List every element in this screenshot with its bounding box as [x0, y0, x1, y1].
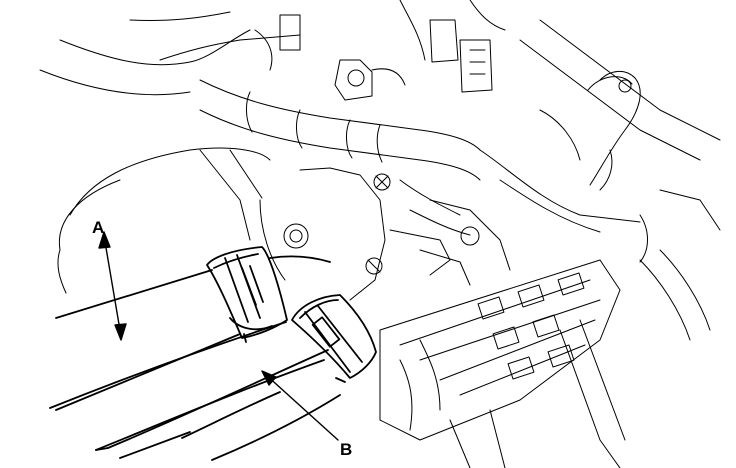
clamp-b: [291, 294, 377, 383]
engine-background: [39, 0, 721, 468]
hose-b: [49, 321, 341, 461]
callout-arrow-b: [261, 370, 339, 441]
callout-arrow-a: [98, 231, 127, 341]
clamp-a: [206, 246, 288, 343]
callout-label-b: B: [340, 440, 353, 459]
callout-label-a: A: [92, 218, 105, 237]
hose-a: [55, 255, 331, 411]
